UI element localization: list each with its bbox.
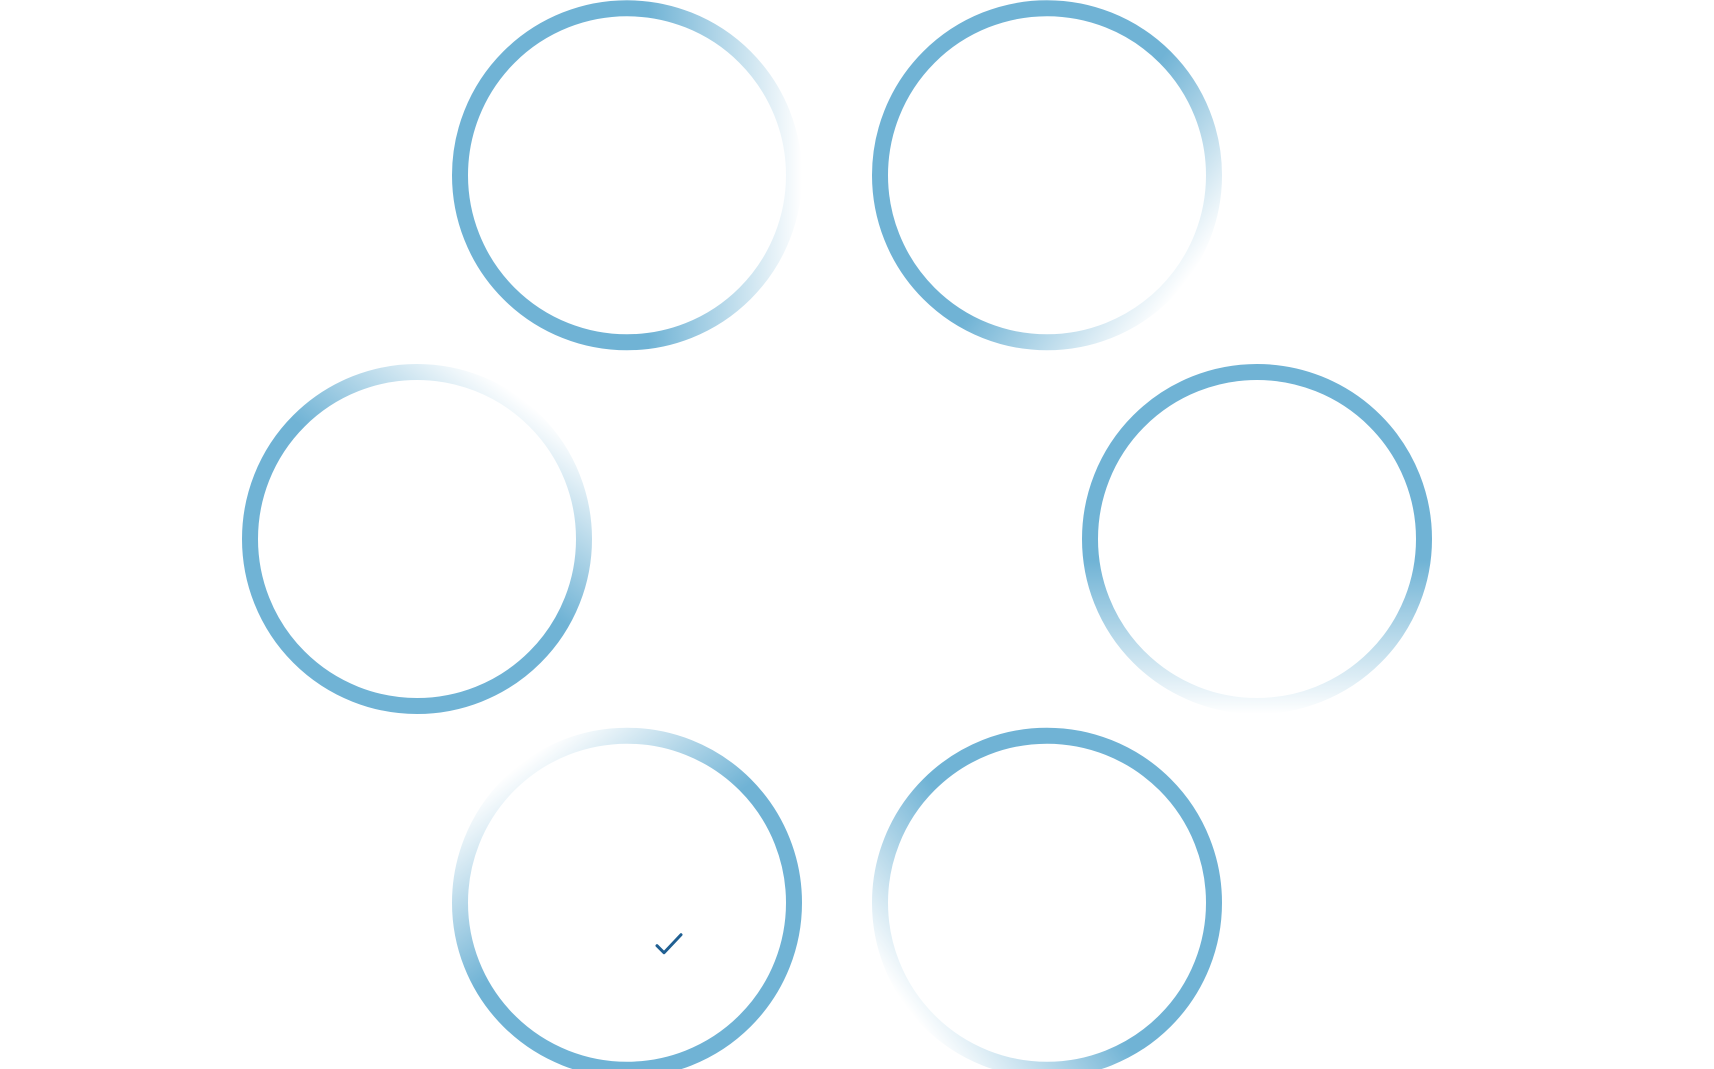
cycle-ring-6 (242, 364, 592, 714)
cycle-ring-2 (872, 0, 1222, 351)
checkmark-icon (655, 933, 683, 955)
cycle-ring-5 (452, 727, 802, 1069)
cycle-ring-1 (452, 0, 802, 351)
cycle-ring-3 (1082, 364, 1432, 714)
cycle-ring-4 (872, 727, 1222, 1069)
